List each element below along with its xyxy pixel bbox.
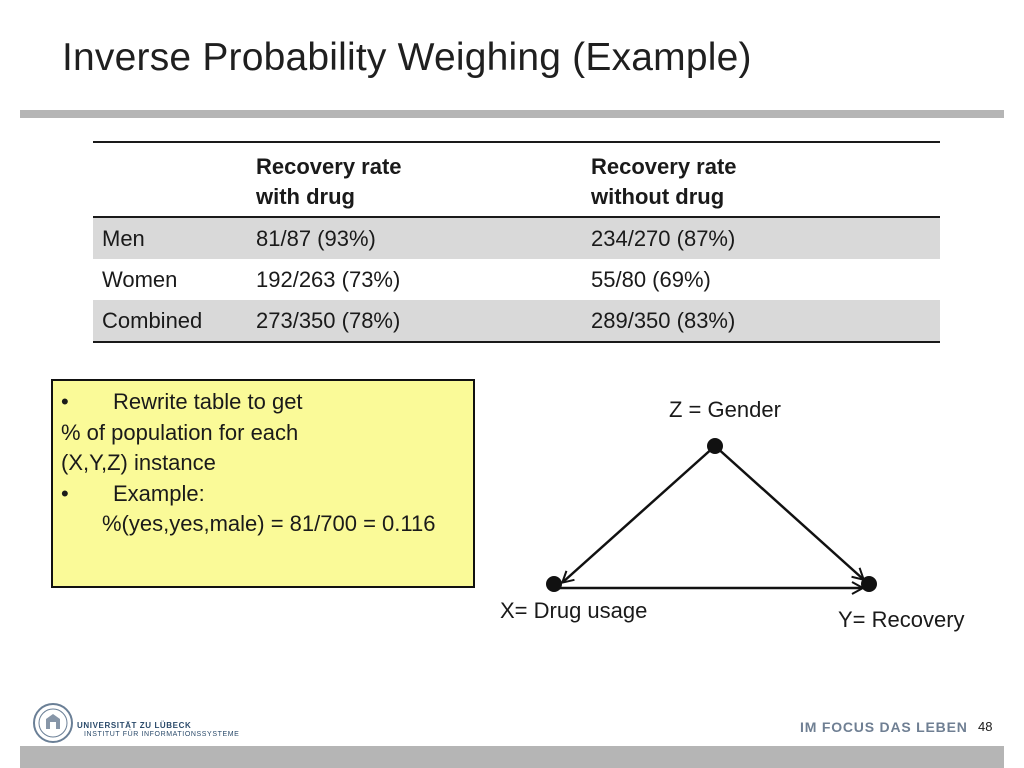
bullet-marker: • <box>61 389 69 414</box>
edge-z-to-x <box>563 445 716 582</box>
footer-bar <box>20 746 1004 768</box>
cell-with-drug: 192/263 (73%) <box>256 267 401 292</box>
cell-without-drug: 55/80 (69%) <box>591 267 711 292</box>
cell-with-drug: 273/350 (78%) <box>256 300 591 343</box>
header-without-drug-line2: without drug <box>591 184 725 209</box>
university-name: UNIVERSITÄT ZU LÜBECK <box>77 721 192 730</box>
header-with-drug-line1: Recovery rate <box>256 154 402 179</box>
note-text: % of population for each <box>61 419 299 445</box>
header-empty-cell <box>93 141 256 218</box>
page-number: 48 <box>978 719 993 734</box>
footer-slogan: IM FOCUS DAS LEBEN <box>800 719 968 735</box>
cell-without-drug: 289/350 (83%) <box>591 300 940 343</box>
table-row-combined: Combined 273/350 (78%) 289/350 (83%) <box>93 300 940 343</box>
bullet-marker: • <box>61 480 69 506</box>
note-text: (X,Y,Z) instance <box>61 450 216 475</box>
cell-without-drug: 234/270 (87%) <box>591 217 940 259</box>
row-group-label: Women <box>102 267 178 292</box>
university-seal-logo <box>33 703 73 743</box>
title-divider <box>20 110 1004 118</box>
cell-with-drug: 81/87 (93%) <box>256 217 591 259</box>
slide-title: Inverse Probability Weighing (Example) <box>62 36 752 79</box>
note-text: Example: <box>113 480 205 506</box>
table-row-women: Women 192/263 (73%) 55/80 (69%) <box>93 259 940 300</box>
header-without-drug-line1: Recovery rate <box>591 154 737 179</box>
row-group-label: Men <box>93 217 256 259</box>
node-z <box>707 438 723 454</box>
node-x-label: X= Drug usage <box>500 598 648 623</box>
note-bullet-1: • Rewrite table to get <box>61 387 473 418</box>
header-with-drug: Recovery rate with drug <box>256 141 591 218</box>
header-without-drug: Recovery rate without drug <box>591 141 940 218</box>
institute-name: INSTITUT FÜR INFORMATIONSSYSTEME <box>84 731 240 738</box>
note-example-formula: %(yes,yes,male) = 81/700 = 0.116 <box>102 511 436 536</box>
recovery-rate-table: Recovery rate with drug Recovery rate wi… <box>93 141 940 343</box>
table-row-men: Men 81/87 (93%) 234/270 (87%) <box>93 217 940 259</box>
node-y <box>861 576 877 592</box>
node-z-label: Z = Gender <box>669 397 781 422</box>
causal-diagram: Z = Gender X= Drug usage Y= Recovery <box>490 390 990 650</box>
header-with-drug-line2: with drug <box>256 184 355 209</box>
note-bullet-2: • Example: <box>61 479 473 510</box>
note-text: Rewrite table to get <box>113 389 303 414</box>
node-y-label: Y= Recovery <box>838 607 965 632</box>
row-group-label: Combined <box>93 300 256 343</box>
note-box: • Rewrite table to get % of population fo… <box>51 379 475 588</box>
node-x <box>546 576 562 592</box>
edge-z-to-y <box>714 445 863 579</box>
causal-diagram-svg <box>546 438 877 650</box>
table-header-row: Recovery rate with drug Recovery rate wi… <box>93 141 940 218</box>
